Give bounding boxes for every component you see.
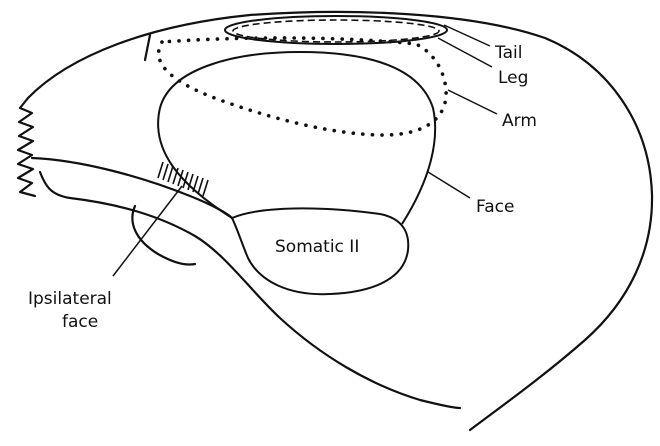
arm-leader	[448, 90, 497, 114]
frontal-edge	[145, 35, 150, 60]
leg-area-boundary	[233, 20, 439, 42]
cut-edge	[18, 98, 35, 196]
face-leader	[428, 172, 470, 198]
somatic-i-region	[158, 52, 435, 224]
label-ipsilateral: Ipsilateral	[28, 289, 112, 309]
leg-leader	[438, 38, 492, 67]
label-somatic-ii: Somatic II	[275, 237, 359, 257]
label-arm: Arm	[502, 111, 537, 131]
temporal-edge	[132, 206, 195, 265]
ipsilateral-face-leader	[113, 186, 182, 276]
label-leg: Leg	[498, 68, 528, 88]
label-face: Face	[476, 197, 514, 217]
label-tail: Tail	[494, 43, 522, 63]
tail-leader	[444, 25, 490, 46]
label-ipsilateral-face: face	[62, 312, 98, 332]
hemisphere-outline	[28, 12, 652, 430]
